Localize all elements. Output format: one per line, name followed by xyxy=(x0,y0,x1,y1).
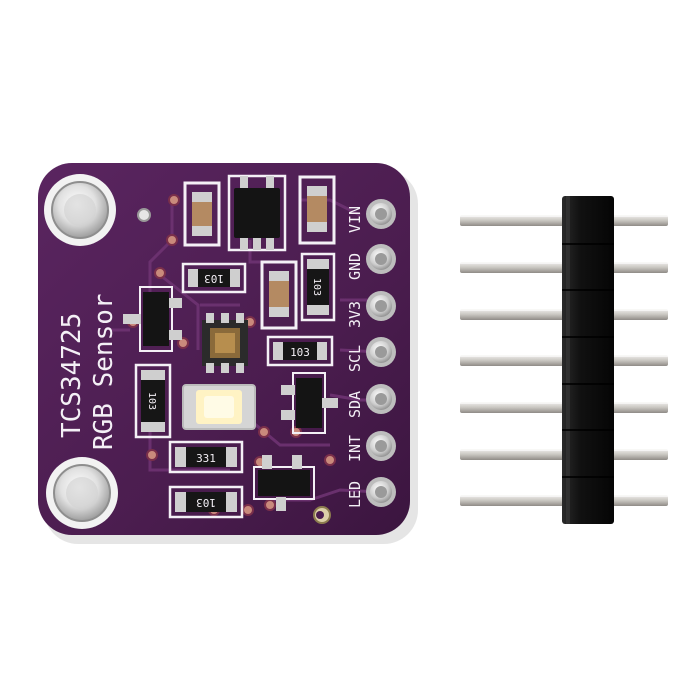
pin-label-int: INT xyxy=(346,435,364,462)
resistor-6-label: 103 xyxy=(196,496,216,509)
resistor-4: 103 xyxy=(134,363,172,439)
pin-pad-3v3 xyxy=(366,291,396,321)
board-subtitle: RGB Sensor xyxy=(89,293,119,450)
transistor-bottom xyxy=(253,455,315,511)
pin-label-scl: SCL xyxy=(346,345,364,372)
pin-pad-led xyxy=(366,477,396,507)
pin-pad-gnd xyxy=(366,244,396,274)
regulator-chip xyxy=(227,174,287,252)
pin-labels: VIN GND 3V3 SCL SDA INT LED xyxy=(346,206,364,508)
capacitor-middle xyxy=(260,260,298,330)
pin-label-gnd: GND xyxy=(346,253,364,280)
transistor-right xyxy=(281,372,338,434)
header-plastic xyxy=(562,196,614,524)
mount-hole-icon xyxy=(46,457,118,529)
pin-label-3v3: 3V3 xyxy=(346,301,364,328)
led-icon xyxy=(182,384,256,430)
pin-pad-scl xyxy=(366,337,396,367)
board-title: TCS34725 xyxy=(57,313,87,438)
capacitor-top-right xyxy=(298,175,336,245)
resistor-2-label: 103 xyxy=(311,278,322,296)
pin-pad-sda xyxy=(366,384,396,414)
pin-pads xyxy=(366,199,396,507)
sensor-chip-icon xyxy=(202,313,248,373)
resistor-6: 103 xyxy=(168,485,244,519)
pin-pad-int xyxy=(366,431,396,461)
sensor-board: 103 103 103 103 331 xyxy=(38,163,418,544)
header-pins xyxy=(460,215,668,506)
resistor-1: 103 xyxy=(181,262,247,294)
transistor-left xyxy=(123,286,182,352)
pin-label-vin: VIN xyxy=(346,206,364,233)
pin-label-sda: SDA xyxy=(346,391,364,418)
resistor-1-label: 103 xyxy=(204,272,224,285)
resistor-3: 103 xyxy=(266,335,334,367)
resistor-5-label: 331 xyxy=(196,452,216,465)
pin-label-led: LED xyxy=(346,481,364,508)
resistor-2: 103 xyxy=(300,252,336,322)
resistor-5: 331 xyxy=(168,440,244,474)
pin-header xyxy=(460,196,668,524)
pin-pad-vin xyxy=(366,199,396,229)
resistor-4-label: 103 xyxy=(146,392,157,410)
capacitor-top-left xyxy=(183,181,221,247)
mount-hole-icon xyxy=(44,174,116,246)
resistor-3-label: 103 xyxy=(290,346,310,359)
